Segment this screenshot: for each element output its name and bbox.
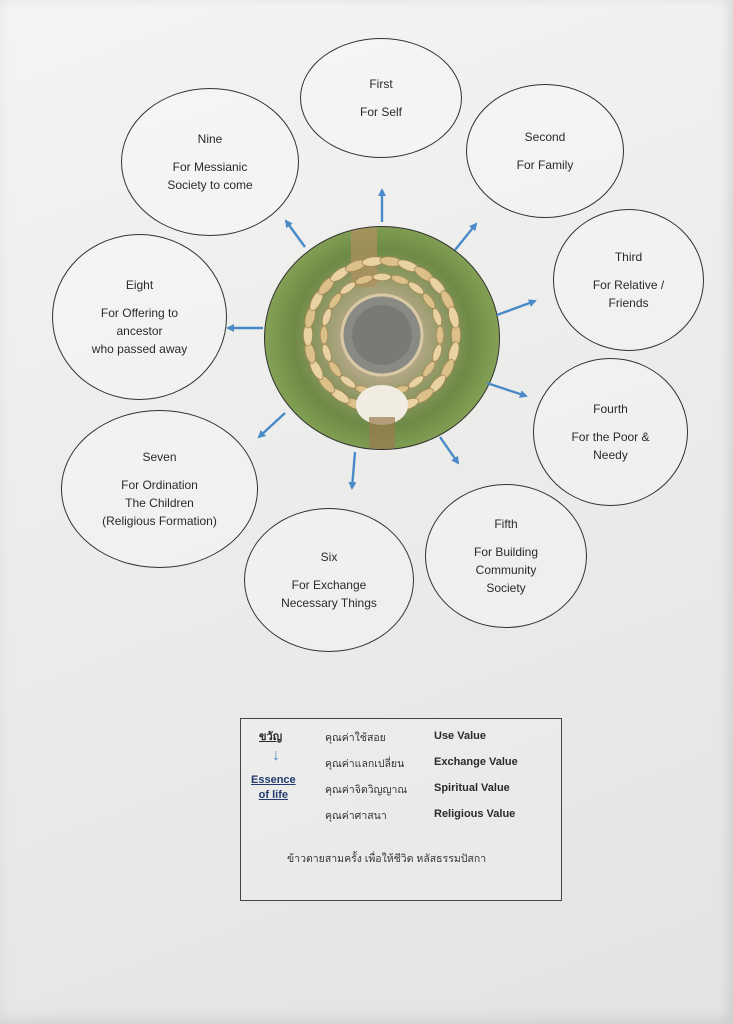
legend-english-label: Use Value	[434, 730, 486, 742]
legend-english-label: Exchange Value	[434, 756, 518, 768]
arrow-to-fourth	[486, 381, 528, 398]
circle-ordinal: Six	[320, 550, 338, 564]
circle-third: Third For Relative / Friends	[553, 209, 704, 351]
circle-ordinal: Second	[524, 130, 566, 144]
circle-text: For Exchange Necessary Things	[281, 578, 377, 610]
rice-grain	[390, 274, 409, 285]
legend-english-label: Spiritual Value	[434, 782, 510, 794]
rice-grain	[432, 308, 443, 327]
circle-six: Six For Exchange Necessary Things	[244, 508, 414, 652]
circle-seven: Seven For Ordination The Children (Relig…	[61, 410, 258, 568]
arrow-to-nine	[284, 219, 306, 248]
legend-term: ขวัญ	[259, 731, 283, 743]
circle-text: For Offering to ancestor who passed away	[91, 306, 188, 356]
circle-text: For Relative / Friends	[592, 278, 665, 310]
arrow-to-third	[496, 299, 537, 317]
legend-english-label: Religious Value	[434, 808, 516, 820]
arrow-to-fifth	[439, 436, 460, 465]
legend-footer: ข้าวตายสามครั้ง เพื่อให้ชีวิต หลัสธรรมปั…	[287, 853, 487, 865]
circle-nine: Nine For Messianic Society to come	[121, 88, 299, 236]
circle-ordinal: Eight	[125, 278, 154, 292]
rice-grain	[448, 306, 460, 329]
arrow-to-second	[454, 222, 478, 251]
circle-text: For Ordination The Children (Religious F…	[102, 478, 217, 528]
circle-fourth: Fourth For the Poor & Needy	[533, 358, 688, 506]
rice-grain	[422, 292, 436, 309]
circle-fifth: Fifth For Building Community Society	[425, 484, 587, 628]
circle-eight: Eight For Offering to ancestor who passe…	[52, 234, 227, 400]
circle-text: For Messianic Society to come	[167, 160, 253, 192]
legend-thai-label: คุณค่าแลกเปลี่ยน	[325, 758, 405, 770]
legend-essence: Essence of life	[251, 774, 296, 801]
rice-ear-ornament-photo	[264, 226, 500, 450]
circle-ordinal: Fourth	[593, 402, 628, 416]
rice-grain	[339, 281, 356, 295]
circle-ordinal: Seven	[142, 450, 177, 464]
legend-box: ขวัญ ↓ Essence of life คุณค่าใช้สอย Use …	[240, 718, 562, 901]
circle-ordinal: Third	[614, 250, 643, 264]
legend-thai-label: คุณค่าใช้สอย	[325, 732, 386, 744]
down-arrow-icon: ↓	[272, 747, 280, 764]
arrow-to-seven	[257, 412, 286, 439]
legend-thai-label: คุณค่าจิตวิญญาณ	[325, 784, 408, 796]
circle-ordinal: Fifth	[494, 517, 518, 531]
circle-second: Second For Family	[466, 84, 624, 218]
rice-grain	[321, 308, 332, 327]
rice-grain	[432, 343, 443, 362]
circle-first: First For Self	[300, 38, 462, 158]
circle-text: For Self	[359, 105, 402, 119]
rice-grain	[328, 361, 342, 378]
circle-ordinal: Nine	[197, 132, 223, 146]
circle-text: For Family	[516, 158, 574, 172]
arrow-to-six	[348, 451, 357, 490]
circle-text: For the Poor & Needy	[571, 430, 650, 462]
circle-ordinal: First	[369, 77, 393, 91]
rice-grain	[408, 375, 425, 389]
legend-thai-label: คุณค่าศาสนา	[325, 810, 387, 822]
circle-text: For Building Community Society	[473, 545, 539, 595]
